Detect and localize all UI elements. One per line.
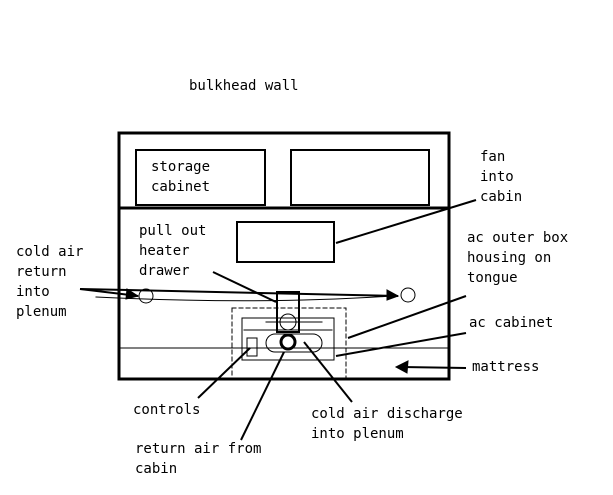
ac-outer-leader-line	[347, 295, 467, 339]
return-air-leader-line	[240, 351, 285, 441]
cold-return-label-line1: cold air	[16, 244, 83, 260]
controls-leader-line	[197, 347, 251, 399]
arrowhead-left-vent	[125, 288, 140, 300]
heater-leader-line	[212, 271, 277, 303]
fan-label-line2: into	[480, 169, 514, 185]
cold-return-label-line4: plenum	[16, 304, 67, 320]
controls-box	[246, 337, 258, 357]
left-return-vent	[138, 288, 154, 304]
cold-discharge-label-line1: cold air discharge	[311, 406, 463, 422]
return-air-label-line2: cabin	[135, 461, 177, 477]
ac-cabinet-label: ac cabinet	[469, 315, 553, 331]
ac-outer-label-line2: housing on	[467, 250, 551, 266]
discharge-leader-line	[303, 341, 353, 403]
return-arrow-right-line	[79, 288, 399, 297]
heater-label-line3: drawer	[139, 263, 190, 279]
cold-return-label-line2: return	[16, 264, 67, 280]
mattress-label: mattress	[472, 359, 539, 375]
heater-drawer-box	[276, 291, 300, 333]
storage-cabinet-right-box	[290, 149, 430, 206]
storage-label-line1: storage	[151, 159, 210, 175]
drawer-knob	[279, 313, 297, 331]
discharge-slot	[265, 333, 323, 353]
arrowhead-mattress	[394, 360, 409, 374]
ac-outer-box	[231, 307, 347, 379]
controls-label: controls	[133, 402, 200, 418]
storage-label-line2: cabinet	[151, 179, 210, 195]
mattress-leader-line	[401, 366, 467, 369]
ac-cabinet-box	[241, 317, 335, 361]
cold-discharge-label-line2: into plenum	[311, 426, 404, 442]
ac-outer-label-line3: tongue	[467, 270, 518, 286]
heater-label-line2: heater	[139, 243, 190, 259]
ac-outer-label-line1: ac outer box	[467, 230, 568, 246]
bulkhead-label: bulkhead wall	[189, 78, 299, 94]
arrowhead-right-vent	[386, 289, 400, 301]
storage-cabinet-box	[135, 149, 266, 206]
right-return-vent	[400, 287, 416, 303]
outer-enclosure	[117, 131, 451, 381]
fan-leader-line	[335, 199, 477, 244]
return-air-label-line1: return air from	[135, 441, 261, 457]
ac-cabinet-leader-line	[335, 332, 467, 357]
return-air-outlet	[279, 333, 297, 351]
fan-label-line1: fan	[480, 149, 505, 165]
fan-box	[236, 221, 335, 263]
cold-return-label-line3: into	[16, 284, 50, 300]
plenum-airflow-line	[95, 295, 393, 302]
fan-label-line3: cabin	[480, 189, 522, 205]
heater-label-line1: pull out	[139, 223, 206, 239]
